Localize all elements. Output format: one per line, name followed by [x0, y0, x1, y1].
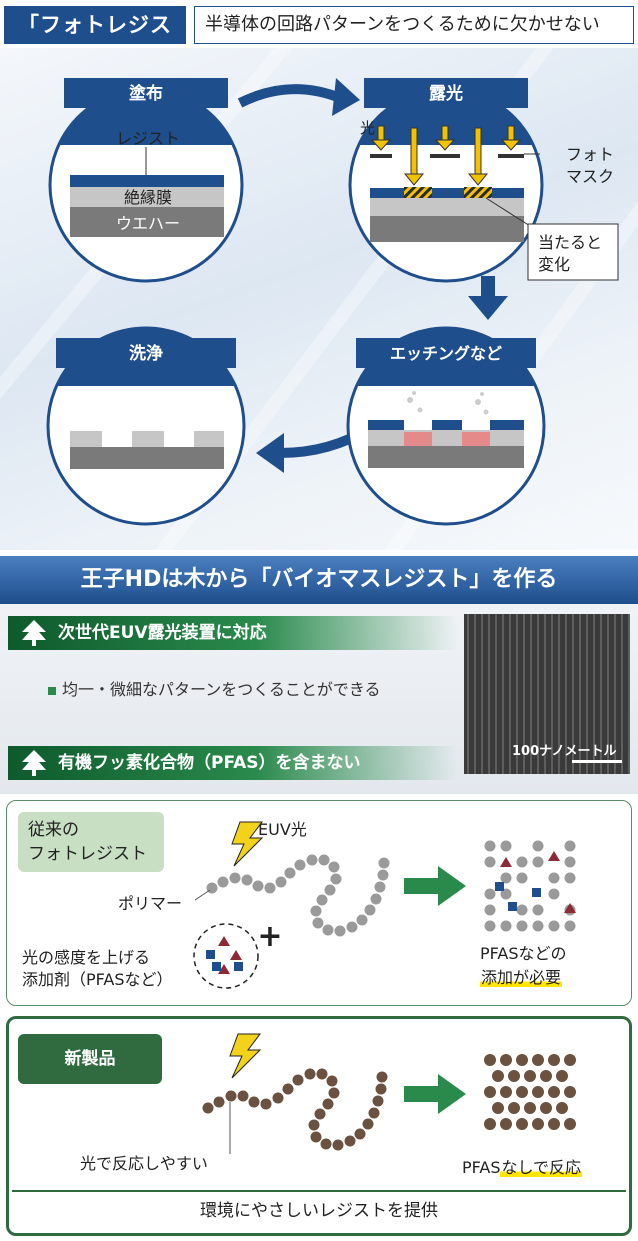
header-subtitle: 半導体の回路パターンをつくるために欠かせない — [194, 6, 634, 44]
mixture-grid — [484, 840, 576, 932]
conventional-result-line2: 添加が必要 — [480, 964, 563, 988]
flow-arrow-2 — [468, 276, 508, 320]
polymer-chain — [206, 854, 390, 937]
additive-label-line1: 光の感度を上げる — [22, 948, 151, 967]
additive-molecules — [206, 936, 243, 974]
svg-text:+: + — [257, 919, 282, 954]
step-coating: 塗布 レジスト 絶縁膜 ウエハー — [48, 78, 244, 283]
feature-euv: 次世代EUV露光装置に対応 — [8, 616, 458, 650]
sem-image — [464, 614, 630, 774]
conventional-result-highlight: 添加が必要 — [480, 968, 563, 987]
label-mask: マスク — [566, 167, 614, 186]
polymer-label: ポリマー — [118, 894, 183, 913]
conventional-diagram: + — [193, 821, 576, 989]
new-product-diagram — [202, 1033, 576, 1154]
header-tag: 「フォトレジスト」 — [4, 6, 186, 75]
footer-text: 環境にやさしいレジストを提供 — [200, 1201, 438, 1221]
sem-scale-label: 100ナノメートル — [512, 744, 617, 759]
new-product-tag: 新製品 — [18, 1034, 162, 1084]
bullet-square-icon — [48, 686, 56, 695]
result-arrow-new — [404, 1074, 466, 1114]
feature-pfas-free: 有機フッ素化合物（PFAS）を含まない — [8, 746, 458, 780]
process-diagram: 塗布 レジスト 絶縁膜 ウエハー 露光 光 — [0, 48, 638, 550]
tree-icon — [22, 750, 46, 776]
conventional-tag-line2: フォトレジスト — [28, 844, 147, 864]
flow-arrow-1 — [237, 78, 360, 116]
label-resist: レジスト — [116, 129, 180, 148]
feature-euv-bullet: 均一・微細なパターンをつくることができる — [48, 676, 381, 700]
result-arrow-conventional — [404, 866, 466, 906]
biomass-grid — [484, 1054, 576, 1130]
step-etching-title: エッチングなど — [390, 344, 502, 363]
euv-light-label: EUV光 — [258, 820, 307, 839]
label-wafer: ウエハー — [116, 214, 180, 233]
new-result-highlight: なしで反応 — [500, 1158, 583, 1177]
step-exposure: 露光 光 — [348, 78, 544, 283]
conventional-tag: 従来の フォトレジスト — [18, 812, 164, 872]
conventional-result-line1: PFASなどの — [480, 944, 567, 963]
step-exposure-title: 露光 — [429, 83, 463, 104]
new-product-result: PFASなしで反応 — [462, 1154, 583, 1178]
conventional-tag-line1: 従来の — [28, 820, 79, 840]
feature-pfas-title: 有機フッ素化合物（PFAS）を含まない — [58, 753, 361, 773]
feature-euv-title: 次世代EUV露光装置に対応 — [58, 623, 267, 643]
biomass-chain — [202, 1068, 388, 1151]
label-light: 光 — [360, 119, 375, 137]
step-cleaning-title: 洗浄 — [129, 343, 163, 364]
footer-divider — [12, 1190, 626, 1192]
lightning-icon — [231, 821, 264, 867]
step-cleaning: 洗浄 — [46, 326, 246, 526]
label-when-hit: 当たると — [538, 233, 602, 252]
feature-euv-bullet-text: 均一・微細なパターンをつくることができる — [62, 680, 381, 699]
section-banner: 王子HDは木から「バイオマスレジスト」を作る — [0, 556, 638, 604]
tree-icon — [22, 620, 46, 646]
sem-scale-bar — [572, 760, 622, 763]
additive-circle — [193, 923, 259, 989]
additive-label-line2: 添加剤（PFASなど） — [22, 970, 173, 989]
label-change: 変化 — [538, 255, 570, 274]
new-product-note: 光で反応しやすい — [80, 1154, 208, 1173]
lightning-icon — [229, 1033, 262, 1079]
step-coating-title: 塗布 — [129, 83, 163, 104]
label-insulating-film: 絶縁膜 — [124, 188, 172, 207]
label-photo: フォト — [566, 145, 614, 164]
new-result-prefix: PFAS — [462, 1158, 501, 1177]
step-etching: エッチングなど — [346, 326, 546, 526]
